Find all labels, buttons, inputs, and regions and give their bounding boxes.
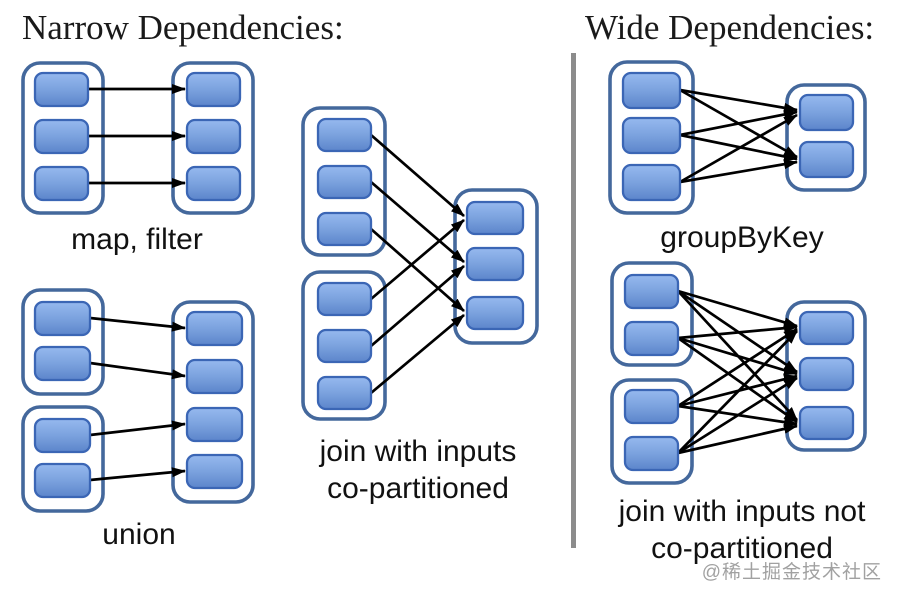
rdd-partition bbox=[33, 345, 92, 382]
rdd-partition bbox=[623, 435, 680, 472]
rdd-partition bbox=[185, 310, 244, 347]
rdd-partition bbox=[316, 117, 373, 153]
rdd-partition bbox=[33, 417, 92, 454]
label-join-co-partitioned: join with inputs co-partitioned bbox=[319, 435, 517, 505]
rdd-container bbox=[171, 300, 255, 504]
dependency-arrow bbox=[679, 159, 798, 184]
dependency-arrow bbox=[677, 323, 798, 340]
dependency-arrow bbox=[679, 109, 798, 137]
wide-dependencies-title: Wide Dependencies: bbox=[585, 8, 875, 47]
rdd-partition bbox=[465, 200, 525, 236]
rdd-partition bbox=[33, 462, 92, 499]
rdd-partition bbox=[798, 310, 855, 346]
rdd-partition bbox=[798, 356, 855, 392]
dependency-arrow bbox=[677, 327, 798, 408]
rdd-partition bbox=[798, 140, 855, 179]
rdd-partition bbox=[185, 71, 242, 108]
dependency-arrow bbox=[370, 218, 465, 301]
label-map-filter: map, filter bbox=[71, 223, 203, 256]
rdd-partition bbox=[33, 300, 92, 337]
label-groupbykey: groupByKey bbox=[660, 221, 824, 254]
rdd-partition bbox=[316, 328, 373, 364]
rdd-partition bbox=[33, 71, 90, 108]
dependency-arrow bbox=[679, 88, 798, 113]
rdd-partition bbox=[33, 118, 90, 155]
dependency-arrow bbox=[677, 424, 798, 455]
dependency-arrow bbox=[677, 376, 798, 455]
watermark: @稀土掘金技术社区 bbox=[701, 562, 882, 583]
rdd-partition bbox=[185, 406, 244, 443]
dependency-arrow bbox=[89, 361, 186, 380]
rdd-partition bbox=[316, 281, 373, 317]
rdd-partition bbox=[33, 165, 90, 202]
dependency-arrow bbox=[89, 316, 186, 332]
dependency-arrow bbox=[370, 133, 465, 218]
rdd-partition bbox=[185, 358, 244, 395]
dependency-arrow bbox=[677, 289, 798, 328]
dependency-arrow bbox=[89, 420, 186, 437]
rdd-partition bbox=[798, 93, 855, 132]
rdd-partition bbox=[623, 273, 680, 310]
section-divider bbox=[571, 53, 576, 548]
rdd-partition bbox=[623, 388, 680, 425]
dependency-arrow bbox=[677, 330, 798, 454]
rdd-partition bbox=[316, 164, 373, 200]
dependency-arrow bbox=[677, 336, 798, 424]
rdd-partition bbox=[185, 118, 242, 155]
rdd-partition bbox=[798, 405, 855, 441]
rdd-partition bbox=[621, 116, 682, 155]
narrow-dependencies-title: Narrow Dependencies: bbox=[22, 8, 344, 47]
rdd-partition bbox=[316, 211, 373, 247]
label-union: union bbox=[102, 518, 176, 551]
rdd-partition bbox=[465, 295, 525, 331]
dependency-arrow bbox=[370, 180, 465, 264]
rdd-partition bbox=[185, 453, 244, 490]
dependency-arrow bbox=[677, 336, 798, 376]
rdd-partition bbox=[465, 246, 525, 282]
rdd-partition bbox=[621, 71, 682, 110]
rdd-partition bbox=[185, 165, 242, 202]
dependency-arrow bbox=[89, 467, 186, 482]
label-join-not-co-partitioned: join with inputs not co-partitioned bbox=[618, 495, 866, 565]
dependency-arrow bbox=[370, 227, 465, 313]
rdd-partition bbox=[623, 320, 680, 357]
dependency-arrow bbox=[370, 313, 465, 395]
rdd-partition bbox=[621, 163, 682, 202]
dependency-arrow bbox=[679, 113, 798, 184]
dependency-arrow bbox=[370, 264, 465, 348]
rdd-partition bbox=[316, 375, 373, 411]
